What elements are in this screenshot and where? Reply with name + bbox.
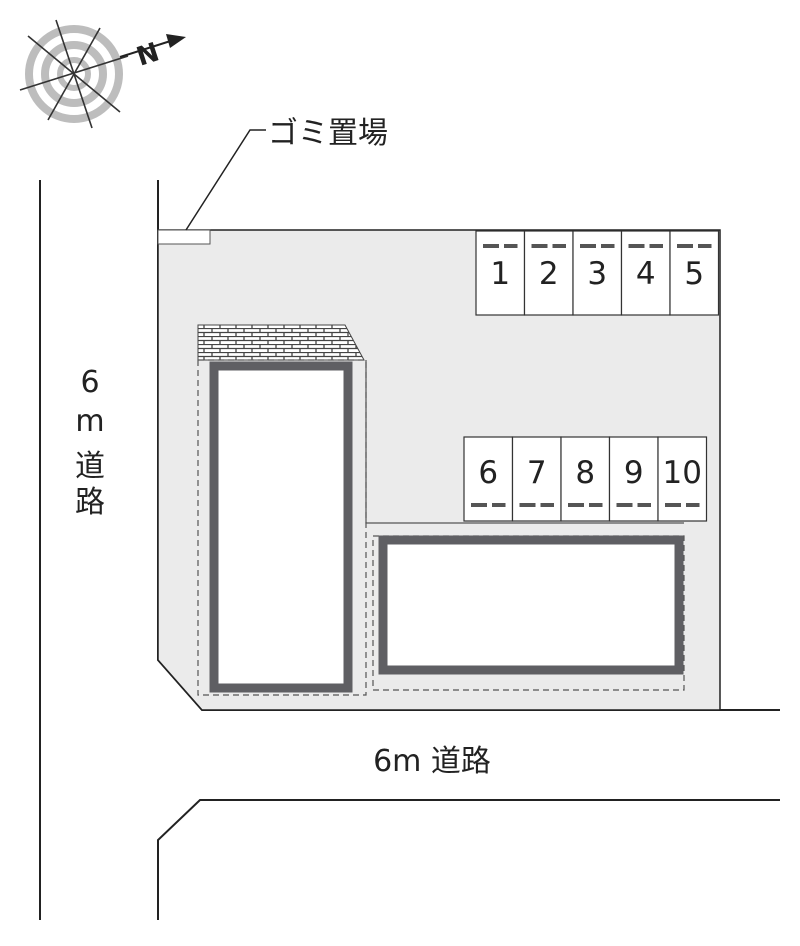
- svg-text:道: 道: [75, 449, 105, 484]
- parking-space-number: 8: [575, 455, 595, 491]
- parking-space-number: 3: [587, 256, 607, 292]
- parking-space-3: 3: [572, 230, 623, 316]
- parking-space-number: 1: [490, 256, 510, 292]
- svg-text:m: m: [75, 404, 104, 439]
- parking-space-number: 7: [527, 455, 547, 491]
- north-label: N: [133, 37, 163, 72]
- compass-rose-icon: [19, 19, 186, 129]
- building-2-edge: [365, 360, 684, 524]
- building-1: [209, 361, 353, 693]
- garbage-area-box: [157, 229, 211, 245]
- garbage-area-label: ゴミ置場: [268, 116, 388, 151]
- building-1-dashed-outline: [197, 359, 367, 696]
- parking-space-8: 8: [560, 436, 611, 522]
- building-2: [378, 535, 684, 675]
- building-1-roof-brick: [197, 324, 365, 361]
- parking-space-9: 9: [608, 436, 659, 522]
- parking-space-number: 6: [478, 455, 498, 491]
- road-left-label: 6 m 道 路: [75, 365, 105, 520]
- road-bottom-label: 6m 道路: [373, 744, 491, 779]
- parking-space-number: 10: [663, 455, 702, 491]
- parking-space-5: 5: [669, 230, 720, 316]
- garbage-area-leader: [185, 129, 266, 231]
- parking-space-2: 2: [523, 230, 574, 316]
- parking-space-number: 4: [636, 256, 656, 292]
- parking-space-number: 5: [684, 256, 704, 292]
- parking-space-7: 7: [511, 436, 562, 522]
- parking-space-6: 6: [463, 436, 514, 522]
- parking-space-number: 2: [539, 256, 559, 292]
- parking-space-4: 4: [620, 230, 671, 316]
- parking-space-10: 10: [657, 436, 708, 522]
- parking-space-number: 9: [624, 455, 644, 491]
- svg-text:6: 6: [80, 365, 99, 400]
- parking-space-1: 1: [475, 230, 526, 316]
- svg-text:路: 路: [75, 485, 105, 520]
